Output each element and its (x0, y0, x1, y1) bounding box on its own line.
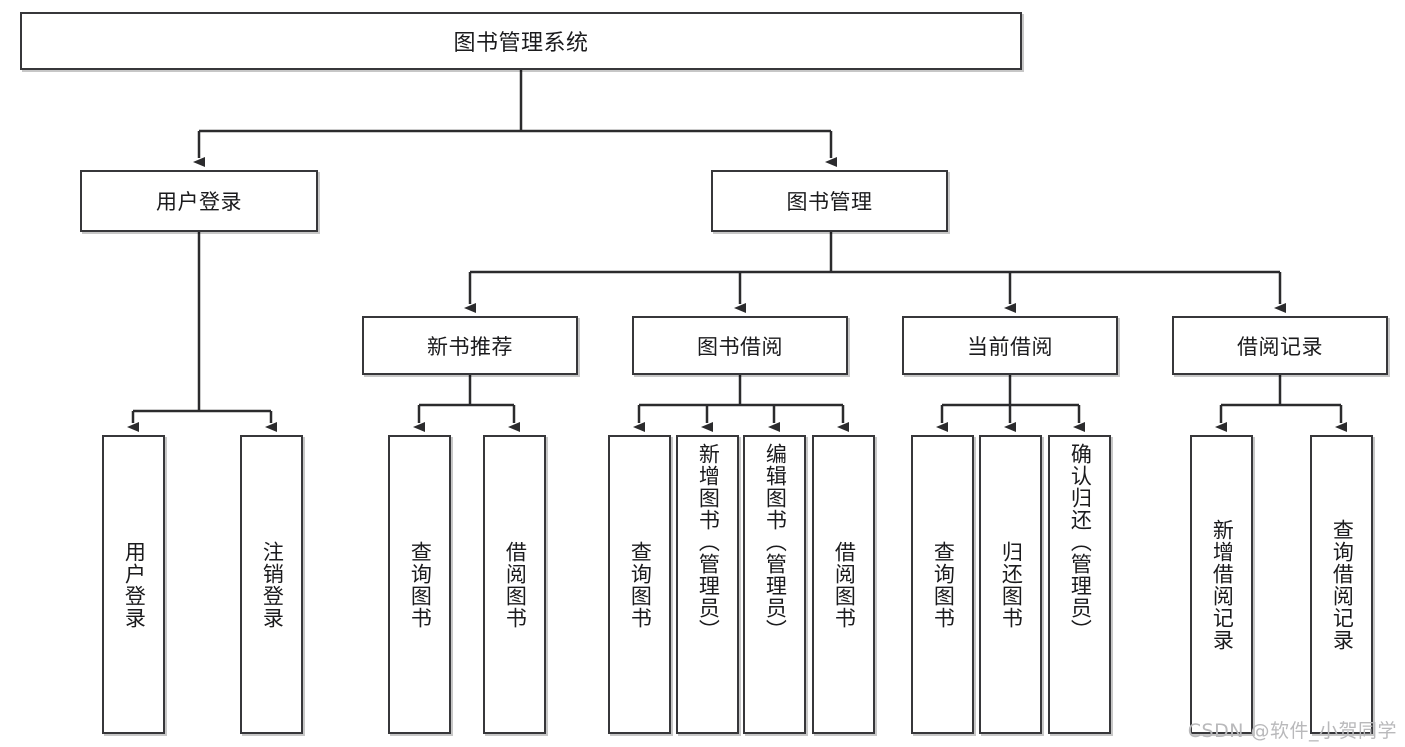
node-book-management-label: 图书管理 (786, 190, 873, 214)
leaf-edit-book-admin-label: 编辑图书（管理员） (763, 443, 788, 641)
leaf-add-borrow-record-label: 新增借阅记录 (1210, 518, 1235, 651)
node-root[interactable]: 图书管理系统 (20, 12, 1022, 70)
node-borrow-record-label: 借阅记录 (1237, 334, 1323, 359)
leaf-query-book-borrow[interactable]: 查询图书 (608, 435, 671, 734)
leaf-logout[interactable]: 注销登录 (240, 435, 303, 734)
leaf-borrow-book[interactable]: 借阅图书 (812, 435, 875, 734)
leaf-borrow-book-label: 借阅图书 (832, 540, 857, 629)
node-book-borrow[interactable]: 图书借阅 (632, 316, 848, 375)
node-book-management[interactable]: 图书管理 (711, 170, 948, 232)
leaf-add-borrow-record[interactable]: 新增借阅记录 (1190, 435, 1253, 734)
node-user-login-label: 用户登录 (156, 190, 242, 214)
leaf-query-book-borrow-label: 查询图书 (628, 540, 653, 629)
node-root-label: 图书管理系统 (453, 31, 589, 56)
leaf-confirm-return-admin[interactable]: 确认归还（管理员） (1048, 435, 1111, 734)
node-new-book-recommend[interactable]: 新书推荐 (362, 316, 578, 375)
leaf-query-book-current[interactable]: 查询图书 (911, 435, 974, 734)
leaf-borrow-book-recommend-label: 借阅图书 (503, 540, 528, 629)
leaf-query-borrow-record[interactable]: 查询借阅记录 (1310, 435, 1373, 734)
leaf-user-login[interactable]: 用户登录 (102, 435, 165, 734)
leaf-query-book-recommend[interactable]: 查询图书 (388, 435, 451, 734)
leaf-logout-label: 注销登录 (260, 540, 285, 629)
leaf-query-borrow-record-label: 查询借阅记录 (1330, 518, 1355, 651)
node-new-book-recommend-label: 新书推荐 (427, 334, 513, 359)
leaf-add-book-admin[interactable]: 新增图书（管理员） (676, 435, 739, 734)
leaf-confirm-return-admin-label: 确认归还（管理员） (1068, 443, 1093, 641)
leaf-edit-book-admin[interactable]: 编辑图书（管理员） (743, 435, 806, 734)
leaf-add-book-admin-label: 新增图书（管理员） (696, 443, 721, 641)
leaf-query-book-recommend-label: 查询图书 (408, 540, 433, 629)
node-user-login[interactable]: 用户登录 (80, 170, 318, 232)
watermark: CSDN @软件_小贺同学 (1187, 720, 1397, 742)
leaf-query-book-current-label: 查询图书 (931, 540, 956, 629)
node-current-borrow[interactable]: 当前借阅 (902, 316, 1118, 375)
node-book-borrow-label: 图书借阅 (697, 334, 783, 359)
leaf-user-login-label: 用户登录 (122, 540, 147, 629)
node-borrow-record[interactable]: 借阅记录 (1172, 316, 1388, 375)
leaf-return-book[interactable]: 归还图书 (979, 435, 1042, 734)
node-current-borrow-label: 当前借阅 (967, 334, 1053, 359)
leaf-return-book-label: 归还图书 (999, 540, 1024, 629)
leaf-borrow-book-recommend[interactable]: 借阅图书 (483, 435, 546, 734)
